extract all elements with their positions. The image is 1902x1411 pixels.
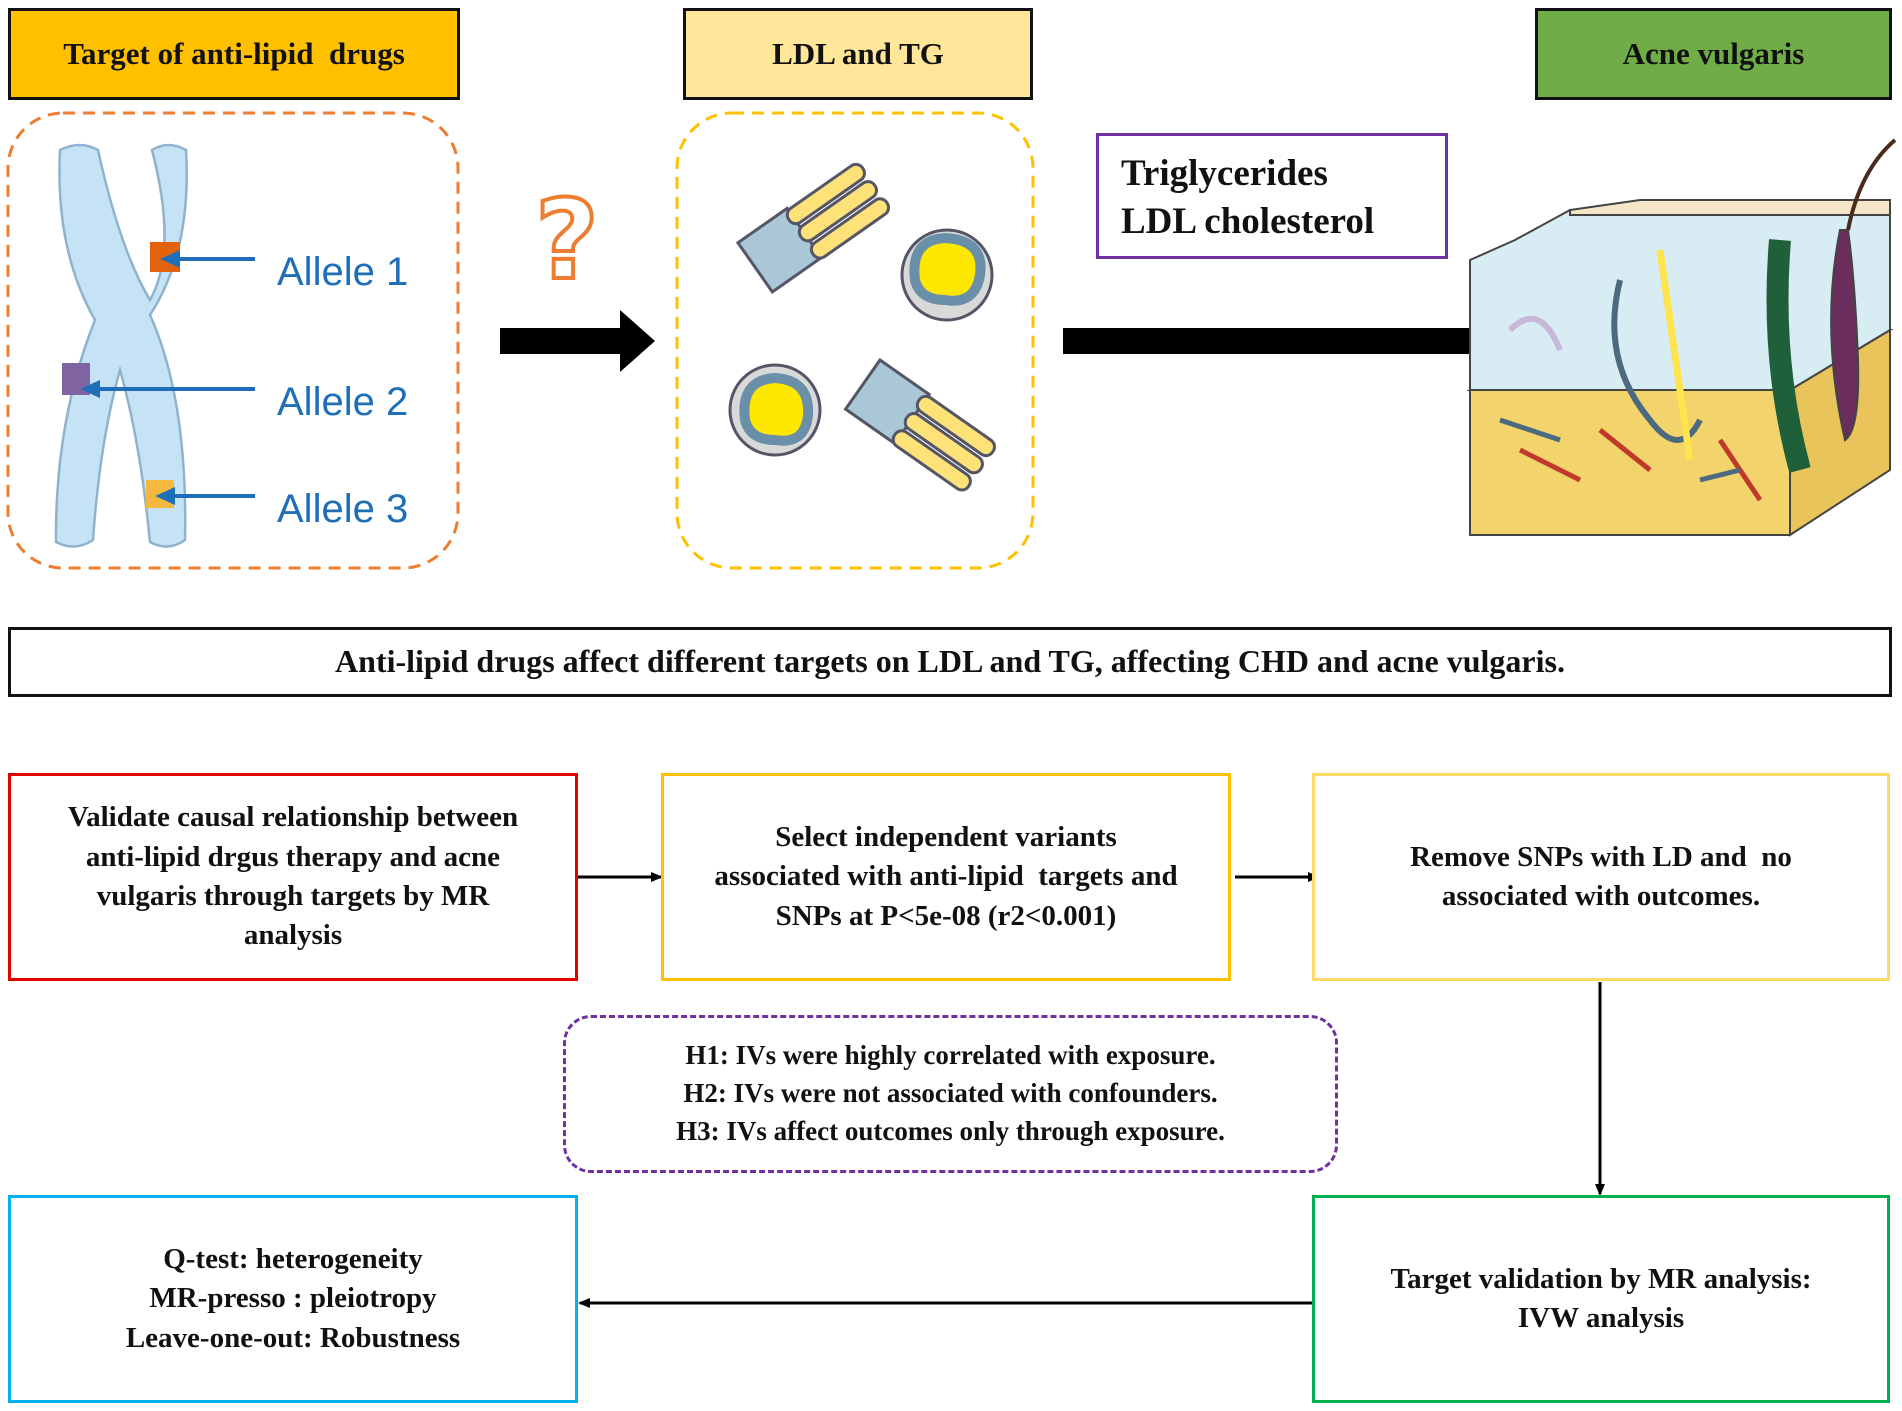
hypothesis-h2: H2: IVs were not associated with confoun… — [683, 1078, 1218, 1109]
lipid-label-triglycerides: Triglycerides — [1121, 153, 1328, 194]
remove-line-1: Remove SNPs with LD and no — [1410, 840, 1792, 873]
sensitivity-q-test: Q-test: heterogeneity — [163, 1242, 423, 1275]
header-acne-vulgaris: Acne vulgaris — [1535, 8, 1892, 100]
summary-text: Anti-lipid drugs affect different target… — [335, 643, 1565, 680]
header-ldl-tg-label: LDL and TG — [772, 36, 944, 71]
lipoprotein-icon-4 — [843, 357, 996, 492]
step-remove-snps: Remove SNPs with LD and no associated wi… — [1312, 773, 1890, 981]
hypotheses-box: H1: IVs were highly correlated with expo… — [563, 1015, 1338, 1173]
lipid-label-ldl-cholesterol: LDL cholesterol — [1121, 201, 1375, 243]
step-select-variants: Select independent variants associated w… — [661, 773, 1231, 981]
target-validation-line-2: IVW analysis — [1517, 1302, 1685, 1334]
allele-3-arrowhead — [155, 487, 175, 505]
lipoprotein-icon-1 — [735, 162, 891, 295]
select-line-1: Select independent variants — [775, 820, 1117, 853]
header-acne-label: Acne vulgaris — [1622, 36, 1805, 71]
big-arrow-2 — [1063, 306, 1518, 376]
select-line-2: associated with anti-lipid targets and — [714, 860, 1178, 893]
sensitivity-leave-one-out: Leave-one-out: Robustness — [125, 1321, 461, 1354]
chromosome-icon — [54, 143, 188, 548]
validate-line-1: Validate causal relationship between — [67, 801, 519, 834]
lipoprotein-icon-3 — [728, 363, 822, 457]
validate-line-2: anti-lipid drgus therapy and acne — [85, 840, 501, 873]
target-dashed-box — [6, 111, 460, 570]
step-validate-causal: Validate causal relationship between ant… — [8, 773, 578, 981]
select-line-3: SNPs at P<5e-08 (r2<0.001) — [775, 899, 1117, 932]
allele-1-label: Allele 1 — [277, 250, 409, 294]
ldl-dashed-box — [675, 111, 1035, 570]
sensitivity-mr-presso: MR-presso : pleiotropy — [149, 1282, 437, 1315]
header-ldl-and-tg: LDL and TG — [683, 8, 1033, 100]
hypothesis-h1: H1: IVs were highly correlated with expo… — [685, 1040, 1216, 1071]
allele-2-label: Allele 2 — [277, 380, 409, 424]
allele-3-label: Allele 3 — [277, 487, 409, 531]
lipid-label-box: Triglycerides LDL cholesterol — [1096, 133, 1448, 259]
allele-1-arrowhead — [160, 250, 180, 268]
lipoprotein-icon-2 — [900, 228, 994, 322]
remove-line-2: associated with outcomes. — [1441, 880, 1761, 912]
step-target-validation: Target validation by MR analysis: IVW an… — [1312, 1195, 1890, 1403]
hypothesis-h3: H3: IVs affect outcomes only through exp… — [676, 1115, 1225, 1146]
step-sensitivity-analysis: Q-test: heterogeneity MR-presso : pleiot… — [8, 1195, 578, 1403]
validate-line-4: analysis — [243, 919, 343, 952]
allele-2-arrowhead — [80, 380, 100, 398]
question-mark-icon: ? — [533, 176, 601, 304]
header-target-label: Target of anti-lipid drugs — [63, 36, 405, 71]
big-arrow-1 — [500, 310, 655, 372]
header-target-of-anti-lipid-drugs: Target of anti-lipid drugs — [8, 8, 460, 100]
skin-section-icon — [1466, 138, 1897, 537]
target-validation-line-1: Target validation by MR analysis: — [1390, 1262, 1812, 1295]
summary-banner: Anti-lipid drugs affect different target… — [8, 627, 1892, 697]
validate-line-3: vulgaris through targets by MR — [96, 880, 490, 912]
